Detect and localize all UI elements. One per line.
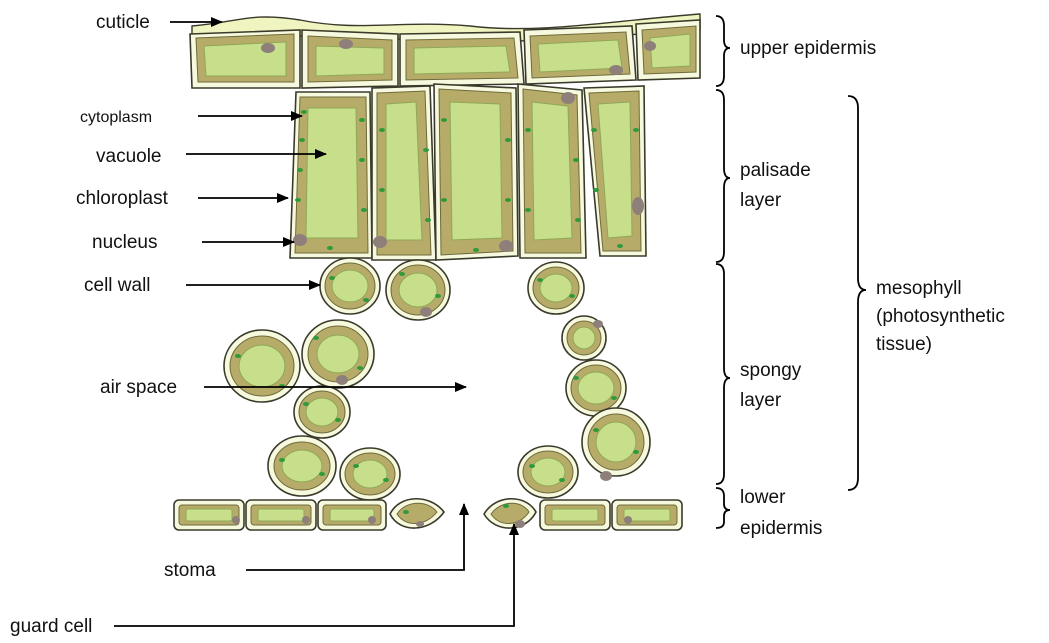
label-spongy-line1: spongy [740,360,802,381]
spongy-cell [224,330,300,402]
palisade-cell [584,86,646,256]
label-cuticle: cuticle [96,12,150,33]
epidermis-cell [190,30,300,88]
upper-epidermis [190,14,700,88]
label-cell-wall: cell wall [84,275,151,296]
label-palisade-line2: layer [740,190,782,211]
lower-epidermis [174,499,682,530]
label-upper-epidermis: upper epidermis [740,38,876,59]
guard-cell-right [484,499,536,528]
brace-upper-epidermis [716,16,730,86]
lower-epidermis-cell [318,500,386,530]
palisade-cell [290,92,372,258]
spongy-cell [294,386,350,438]
label-palisade-line1: palisade [740,160,811,181]
label-stoma: stoma [164,560,216,581]
palisade-cell [518,84,586,258]
label-lower-line1: lower [740,487,786,508]
label-chloroplast: chloroplast [76,188,169,209]
label-mesophyll-line2: (photosynthetic [876,306,1005,327]
brace-mesophyll [848,96,866,490]
spongy-cell [268,436,336,496]
spongy-cell [562,316,606,360]
lower-epidermis-cell [540,500,610,530]
label-spongy-line2: layer [740,390,782,411]
palisade-cell [372,86,436,260]
lower-epidermis-cell [246,500,316,530]
epidermis-cell [636,20,700,80]
label-lower-line2: epidermis [740,518,822,539]
epidermis-cell [302,30,398,88]
label-mesophyll-line1: mesophyll [876,278,962,299]
spongy-cell [386,260,450,320]
epidermis-cell [524,26,636,84]
spongy-cell [302,320,374,388]
brace-spongy-layer [716,264,730,484]
palisade-cell [434,84,518,260]
palisade-layer [290,84,646,260]
brace-lower-epidermis [716,488,730,528]
spongy-cell [528,262,584,314]
spongy-cell [518,446,578,498]
label-mesophyll-line3: tissue) [876,334,932,355]
brace-palisade-layer [716,90,730,262]
lower-epidermis-cell [612,500,682,530]
label-cytoplasm: cytoplasm [80,109,152,126]
label-air-space: air space [100,377,177,398]
label-guard-cell: guard cell [10,616,92,637]
epidermis-cell [400,32,524,86]
guard-cell-left [390,499,444,528]
label-nucleus: nucleus [92,232,158,253]
spongy-cell [340,448,400,500]
lower-epidermis-cell [174,500,244,530]
label-vacuole: vacuole [96,146,162,167]
spongy-cell [582,408,650,481]
spongy-layer [224,258,650,500]
spongy-cell [320,258,380,314]
